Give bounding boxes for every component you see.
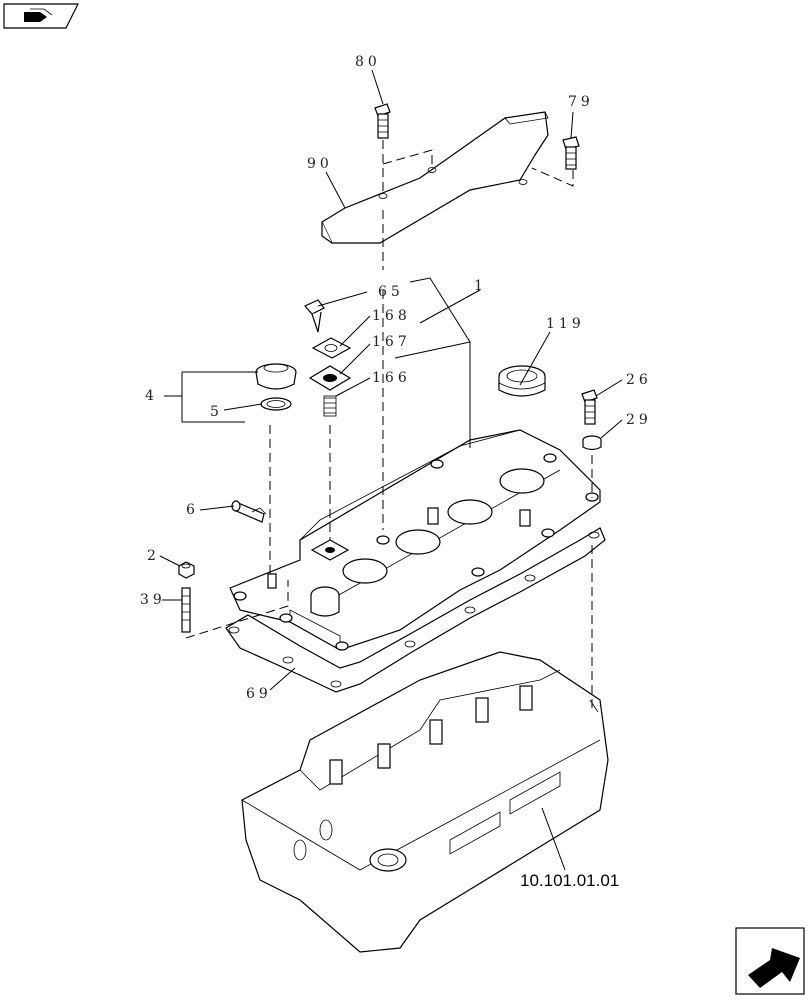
valve-cover-gasket	[225, 527, 606, 693]
callout-5: 5	[210, 404, 223, 420]
callout-80: 80	[355, 54, 381, 70]
next-arrow-icon[interactable]	[735, 927, 805, 995]
bolt-26	[581, 389, 598, 425]
plate-167	[308, 365, 352, 391]
reference-link[interactable]: 10.101.01.01	[520, 871, 619, 890]
valve-cover	[229, 429, 601, 651]
cylinder-head	[241, 651, 609, 953]
callout-168: 168	[372, 308, 411, 324]
spring-166	[323, 395, 337, 417]
callout-167: 167	[372, 334, 411, 350]
leader-lines	[159, 69, 623, 871]
callout-2: 2	[147, 548, 160, 564]
callout-69: 69	[246, 686, 272, 702]
nut-2	[178, 561, 195, 579]
stud-39	[181, 587, 191, 633]
oil-cap-seal	[260, 397, 292, 411]
screw-65	[304, 299, 325, 333]
callout-29: 29	[626, 412, 652, 428]
plate-168	[311, 337, 352, 359]
oil-filler-cap	[255, 363, 297, 390]
bolt-80	[374, 103, 391, 139]
plug-seal-119	[498, 365, 546, 397]
book-nav-icon[interactable]	[3, 3, 79, 29]
callout-65: 65	[378, 284, 404, 300]
bolt-79	[562, 136, 580, 170]
heat-shield	[321, 111, 549, 244]
callout-90: 90	[307, 156, 333, 172]
washer-29	[582, 435, 602, 451]
callout-4: 4	[145, 388, 158, 404]
callout-26: 26	[626, 372, 652, 388]
callout-166: 166	[372, 370, 411, 386]
callout-79: 79	[568, 94, 594, 110]
callout-1: 1	[474, 278, 487, 294]
callout-39: 39	[140, 592, 166, 608]
callout-6: 6	[186, 502, 199, 518]
breather-6	[231, 500, 267, 523]
callout-119: 119	[546, 316, 585, 332]
